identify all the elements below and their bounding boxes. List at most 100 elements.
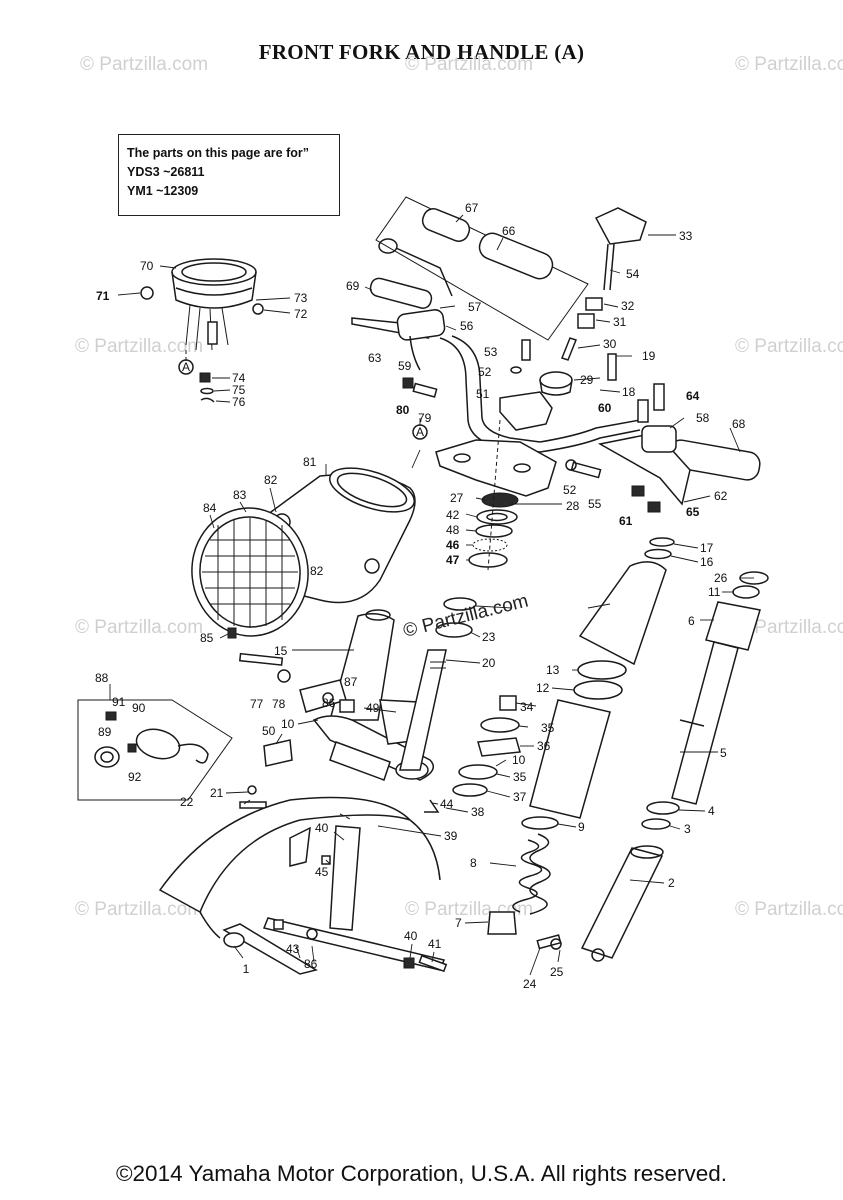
callout-33: 33 bbox=[679, 229, 693, 243]
applicability-note: The parts on this page are for” YDS3 ~26… bbox=[118, 134, 340, 216]
headlight-assembly bbox=[191, 467, 416, 639]
callout-54: 54 bbox=[626, 267, 640, 281]
callout-77: 77 bbox=[250, 697, 264, 711]
front-fender bbox=[158, 796, 448, 975]
callout-52: 52 bbox=[478, 365, 492, 379]
callout-69: 69 bbox=[346, 279, 360, 293]
callout-57: 57 bbox=[468, 300, 482, 314]
callout-10: 10 bbox=[281, 717, 295, 731]
callout-66: 66 bbox=[502, 224, 516, 238]
watermark: © Partzilla.com bbox=[75, 617, 203, 638]
callout-49: 49 bbox=[366, 701, 380, 715]
callout-84: 84 bbox=[203, 501, 217, 515]
note-line-1: The parts on this page are for” bbox=[127, 146, 309, 160]
callout-41: 41 bbox=[428, 937, 442, 951]
callout-73: 73 bbox=[294, 291, 308, 305]
callout-63: 63 bbox=[368, 351, 382, 365]
callout-39: 39 bbox=[444, 829, 458, 843]
callout-16: 16 bbox=[700, 555, 714, 569]
callout-70: 70 bbox=[140, 259, 154, 273]
callout-82: 82 bbox=[264, 473, 278, 487]
callout-53: 53 bbox=[484, 345, 498, 359]
headlight-lens-grid bbox=[202, 518, 298, 628]
callout-17: 17 bbox=[700, 541, 714, 555]
callout-6: 6 bbox=[688, 614, 695, 628]
callout-72: 72 bbox=[294, 307, 308, 321]
watermark: © Partzilla.com bbox=[75, 336, 203, 357]
callout-89: 89 bbox=[98, 725, 112, 739]
callout-25: 25 bbox=[550, 965, 564, 979]
turn-signal-box bbox=[77, 699, 233, 801]
callout-43: 43 bbox=[286, 942, 300, 956]
callout-68: 68 bbox=[732, 417, 746, 431]
callout-31: 31 bbox=[613, 315, 627, 329]
reference-marker-a: A A bbox=[178, 359, 428, 440]
callout-32: 32 bbox=[621, 299, 635, 313]
callout-28: 28 bbox=[566, 499, 580, 513]
callout-23: 23 bbox=[482, 630, 496, 644]
svg-text:A: A bbox=[182, 360, 190, 374]
callout-7: 7 bbox=[455, 916, 462, 930]
callout-1: 1 bbox=[243, 962, 250, 976]
callout-56: 56 bbox=[460, 319, 474, 333]
callout-8: 8 bbox=[470, 856, 477, 870]
fork-damper-parts bbox=[424, 695, 521, 813]
callout-71: 71 bbox=[96, 289, 110, 303]
note-line-2: YDS3 ~26811 bbox=[127, 165, 205, 179]
callout-50: 50 bbox=[262, 724, 276, 738]
callout-35: 35 bbox=[513, 770, 527, 784]
callout-38: 38 bbox=[471, 805, 485, 819]
svg-text:A: A bbox=[416, 425, 424, 439]
callout-61: 61 bbox=[619, 514, 633, 528]
watermark: © Partzilla.com bbox=[735, 336, 843, 357]
watermark: © Partzilla.com bbox=[75, 899, 203, 920]
callout-40: 40 bbox=[315, 821, 329, 835]
callout-36: 36 bbox=[537, 739, 551, 753]
callout-76: 76 bbox=[232, 395, 246, 409]
callout-80: 80 bbox=[396, 403, 410, 417]
callout-5: 5 bbox=[720, 746, 727, 760]
callout-18: 18 bbox=[622, 385, 636, 399]
callout-62: 62 bbox=[714, 489, 728, 503]
callout-92: 92 bbox=[128, 770, 142, 784]
watermark: © Partzilla.com bbox=[735, 617, 843, 638]
callout-10: 10 bbox=[512, 753, 526, 767]
callout-58: 58 bbox=[696, 411, 710, 425]
callout-65: 65 bbox=[686, 505, 700, 519]
callout-42: 42 bbox=[446, 508, 460, 522]
callout-21: 21 bbox=[210, 786, 224, 800]
callout-15: 15 bbox=[274, 644, 288, 658]
watermark-group: © Partzilla.com © Partzilla.com © Partzi… bbox=[75, 54, 843, 920]
callout-78: 78 bbox=[272, 697, 286, 711]
callout-9: 9 bbox=[578, 820, 585, 834]
speedometer-assembly bbox=[140, 258, 264, 403]
callout-90: 90 bbox=[132, 701, 146, 715]
callout-74: 74 bbox=[232, 371, 246, 385]
callout-27: 27 bbox=[450, 491, 464, 505]
callout-83: 83 bbox=[233, 488, 247, 502]
fork-bracket-assembly bbox=[238, 609, 435, 809]
callout-46: 46 bbox=[446, 538, 460, 552]
callout-59: 59 bbox=[398, 359, 412, 373]
callout-30: 30 bbox=[603, 337, 617, 351]
callout-85: 85 bbox=[200, 631, 214, 645]
fork-cover-and-spring bbox=[487, 561, 667, 935]
callout-75: 75 bbox=[232, 383, 246, 397]
callout-44: 44 bbox=[440, 797, 454, 811]
note-line-3: YM1 ~12309 bbox=[127, 184, 199, 198]
callout-37: 37 bbox=[513, 790, 527, 804]
steering-damper-knob bbox=[539, 207, 647, 396]
watermark: © Partzilla.com bbox=[735, 899, 843, 920]
callout-35: 35 bbox=[541, 721, 555, 735]
callout-19: 19 bbox=[642, 349, 656, 363]
callout-12: 12 bbox=[536, 681, 550, 695]
callout-numbers: 1 2 3 4 5 6 7 8 9 10 10 11 12 13 15 16 1… bbox=[95, 201, 746, 991]
callout-64: 64 bbox=[686, 389, 700, 403]
callout-29: 29 bbox=[580, 373, 594, 387]
leader-lines bbox=[109, 214, 754, 976]
fork-inner-tube bbox=[399, 597, 477, 771]
callout-2: 2 bbox=[668, 876, 675, 890]
callout-86: 86 bbox=[322, 696, 336, 710]
callout-4: 4 bbox=[708, 804, 715, 818]
